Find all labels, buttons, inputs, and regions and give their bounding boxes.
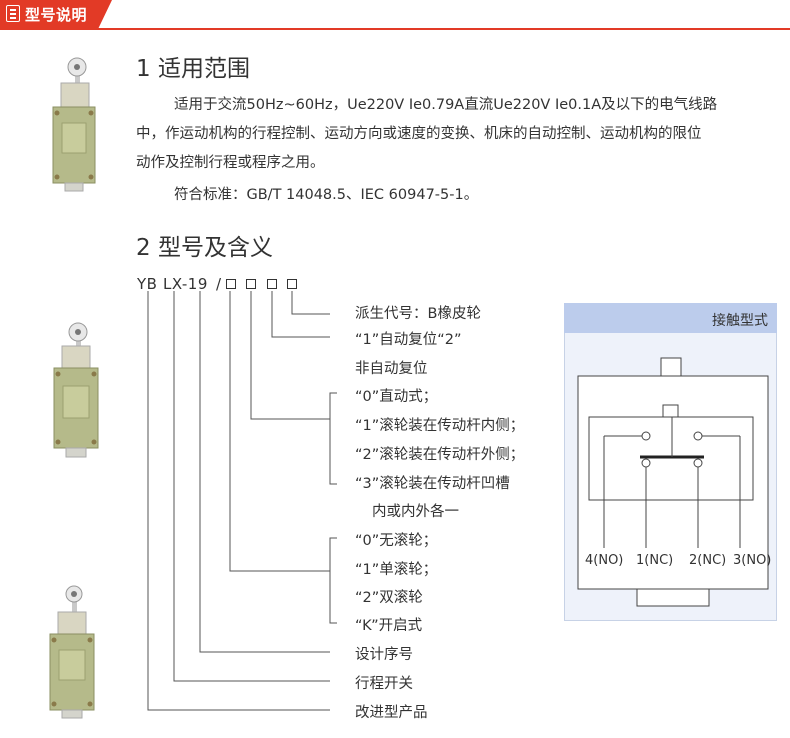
code-box-2 <box>246 279 256 289</box>
label-improved: 改进型产品 <box>355 705 428 721</box>
code-box-3 <box>267 279 277 289</box>
label-travel-switch: 行程开关 <box>355 676 413 692</box>
code-lx19: LX-19 <box>163 275 208 293</box>
limit-switch-image-3 <box>49 585 95 719</box>
label-reset-2: 非自动复位 <box>355 361 428 377</box>
label-design-no: 设计序号 <box>355 647 413 663</box>
section1-title: 1 适用范围 <box>136 56 250 82</box>
label-pos-3b: 内或内外各一 <box>372 504 459 520</box>
limit-switch-image-1 <box>52 57 96 192</box>
label-pos-0: “0”直动式； <box>355 389 438 405</box>
terminal-1-nc: 1(NC) <box>636 553 674 568</box>
section2-title: 2 型号及含义 <box>136 235 273 261</box>
label-derived-code: 派生代号：B橡皮轮 <box>355 306 481 322</box>
contact-type-header <box>564 303 777 333</box>
code-slash: / <box>216 275 222 293</box>
label-pos-1: “1”滚轮装在传动杆内侧； <box>355 418 525 434</box>
section1-standard: 符合标准：GB/T 14048.5、IEC 60947-5-1。 <box>174 187 479 203</box>
label-roll-2: “2”双滚轮 <box>355 590 423 606</box>
contact-type-title: 接触型式 <box>712 313 768 329</box>
document-icon <box>6 5 20 22</box>
label-pos-3: “3”滚轮装在传动杆凹槽 <box>355 476 510 492</box>
limit-switch-image-2 <box>53 322 99 458</box>
code-yb: YB <box>137 275 158 293</box>
section1-paragraph-line2: 中，作运动机构的行程控制、运动方向或速度的变换、机床的自动控制、运动机构的限位 <box>136 126 702 142</box>
label-roll-1: “1”单滚轮； <box>355 562 438 578</box>
banner-tab <box>0 0 112 28</box>
banner-title: 型号说明 <box>25 6 88 24</box>
label-pos-2: “2”滚轮装在传动杆外侧； <box>355 447 525 463</box>
code-box-1 <box>226 279 236 289</box>
terminal-3-no: 3(NO) <box>733 553 772 568</box>
section1-paragraph-line1: 适用于交流50Hz~60Hz，Ue220V Ie0.79A直流Ue220V Ie… <box>174 97 718 113</box>
label-roll-k: “K”开启式 <box>355 618 423 634</box>
section1-paragraph-line3: 动作及控制行程或程序之用。 <box>136 155 325 171</box>
label-roll-0: “0”无滚轮； <box>355 533 438 549</box>
banner-underline <box>0 28 790 30</box>
code-box-4 <box>287 279 297 289</box>
section-banner: 型号说明 <box>0 0 790 30</box>
terminal-4-no: 4(NO) <box>585 553 624 568</box>
terminal-2-nc: 2(NC) <box>689 553 727 568</box>
label-reset-1: “1”自动复位“2” <box>355 332 462 348</box>
